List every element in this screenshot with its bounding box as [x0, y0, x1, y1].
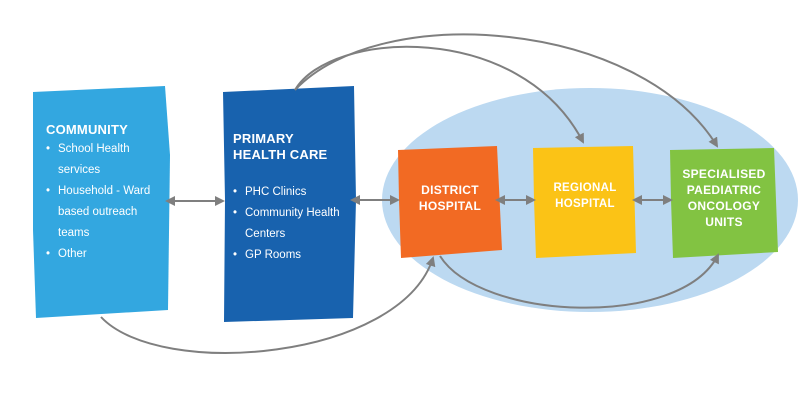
primary-care-title-line2: HEALTH CARE: [233, 147, 328, 162]
regional-hospital-box: [533, 146, 636, 258]
community-list: School Health services Household - Ward …: [46, 139, 164, 265]
community-to-district-arc: [100, 256, 436, 354]
community-item-other: Other: [46, 244, 164, 265]
community-title: COMMUNITY: [46, 122, 128, 137]
primary-to-regional-arc: [294, 45, 584, 144]
district-hospital-line2: HOSPITAL: [418, 199, 482, 213]
district-hospital-label: DISTRICT HOSPITAL: [400, 182, 500, 214]
regional-hospital-label: REGIONAL HOSPITAL: [535, 180, 635, 212]
specialised-units-line4: UNITS: [705, 215, 743, 229]
community-item-household-outreach: Household - Ward based outreach teams: [46, 181, 164, 244]
specialised-units-line3: ONCOLOGY: [687, 199, 761, 213]
specialised-units-line1: SPECIALISED: [682, 167, 766, 181]
district-hospital-box: [398, 146, 502, 258]
primary-to-specialised-arc: [294, 33, 719, 148]
regional-hospital-line2: HOSPITAL: [555, 198, 615, 210]
regional-hospital-line1: REGIONAL: [553, 182, 617, 194]
primary-care-list: PHC Clinics Community Health Centers GP …: [233, 182, 351, 266]
specialised-units-label: SPECIALISED PAEDIATRIC ONCOLOGY UNITS: [672, 166, 776, 230]
primary-care-title-line1: PRIMARY: [233, 131, 294, 146]
district-hospital-line1: DISTRICT: [421, 183, 479, 197]
primary-care-item-phc-clinics: PHC Clinics: [233, 182, 351, 203]
specialised-units-box: [670, 148, 778, 258]
community-content: COMMUNITY School Health services Househo…: [46, 122, 164, 265]
district-to-specialised-arc: [439, 253, 719, 309]
primary-care-content: PRIMARY HEALTH CARE PHC Clinics Communit…: [233, 131, 351, 266]
primary-care-item-community-centers: Community Health Centers: [233, 203, 351, 245]
community-item-school-health: School Health services: [46, 139, 164, 181]
specialised-units-line2: PAEDIATRIC: [686, 183, 762, 197]
primary-care-item-gp-rooms: GP Rooms: [233, 245, 351, 266]
